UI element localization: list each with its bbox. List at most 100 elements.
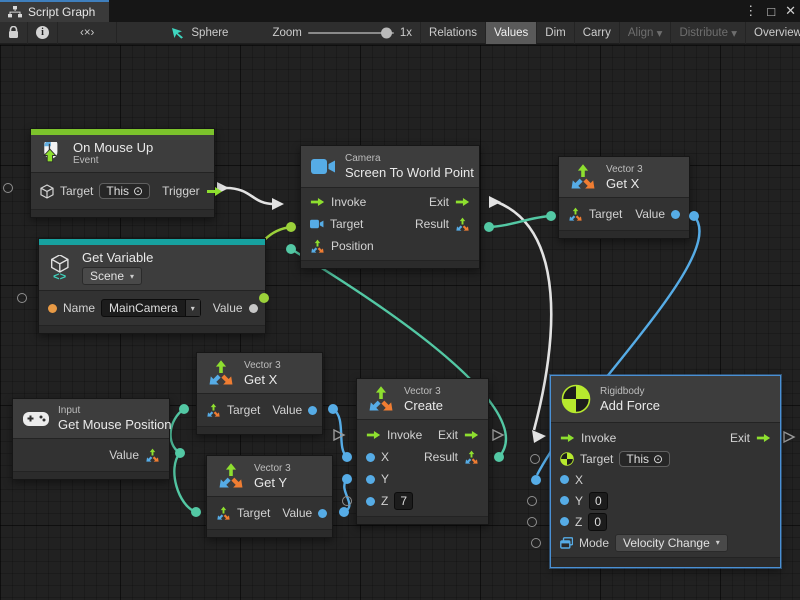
maximize-icon[interactable]: □ bbox=[767, 4, 775, 19]
port-getvariable-value[interactable] bbox=[259, 293, 269, 303]
mode-enum-icon bbox=[560, 537, 573, 549]
z-port-dot[interactable] bbox=[366, 497, 375, 506]
port-camera-target[interactable] bbox=[286, 222, 296, 232]
target-label: Target bbox=[580, 452, 613, 466]
z-port-dot[interactable] bbox=[560, 517, 569, 526]
port-create-y[interactable] bbox=[342, 474, 352, 484]
zoom-control: Zoom 1x bbox=[264, 22, 420, 44]
chevron-down-icon: ▾ bbox=[657, 26, 663, 40]
toolbar-button-distribute[interactable]: Distribute ▾ bbox=[671, 22, 746, 44]
port-addforce-z[interactable] bbox=[527, 517, 537, 527]
port-create-x[interactable] bbox=[342, 452, 352, 462]
flow-arrow-icon bbox=[455, 197, 470, 207]
zoom-slider[interactable] bbox=[308, 32, 394, 34]
y-value-input[interactable]: 0 bbox=[589, 492, 608, 510]
port-getx-top-value[interactable] bbox=[689, 211, 699, 221]
value-label: Value bbox=[635, 207, 665, 221]
info-icon: i bbox=[36, 26, 49, 39]
window-menu-icon[interactable]: ⋮ bbox=[744, 3, 757, 19]
chevron-down-icon: ▾ bbox=[130, 272, 134, 281]
target-self-field[interactable]: This ⊙ bbox=[619, 451, 670, 467]
port-getx-top-target[interactable] bbox=[546, 211, 556, 221]
toolbar-button-relations[interactable]: Relations bbox=[420, 22, 486, 44]
port-create-z[interactable] bbox=[342, 496, 352, 506]
y-label: Y bbox=[381, 472, 389, 486]
mode-value: Velocity Change bbox=[623, 536, 710, 550]
port-create-result[interactable] bbox=[494, 452, 504, 462]
port-camera-result[interactable] bbox=[484, 222, 494, 232]
node-get-mouse-position[interactable]: Input Get Mouse Position Value bbox=[12, 398, 170, 480]
vector3-icon bbox=[206, 403, 221, 418]
exit-label: Exit bbox=[429, 195, 449, 209]
flow-arrow-icon bbox=[464, 430, 479, 440]
edit-graph-button[interactable]: ‹×› bbox=[58, 22, 117, 44]
port-mouseposition-value[interactable] bbox=[175, 448, 185, 458]
value-port-dot[interactable] bbox=[308, 406, 317, 415]
toolbar-button-carry[interactable]: Carry bbox=[575, 22, 620, 44]
mode-dropdown[interactable]: Velocity Change ▾ bbox=[615, 534, 728, 552]
port-addforce-target[interactable] bbox=[530, 454, 540, 464]
exit-label: Exit bbox=[438, 428, 458, 442]
x-port-dot[interactable] bbox=[366, 453, 375, 462]
value-port-dot[interactable] bbox=[671, 210, 680, 219]
z-value-input[interactable]: 7 bbox=[394, 492, 413, 510]
gamepad-icon bbox=[23, 411, 49, 427]
flow-arrow-icon bbox=[366, 430, 381, 440]
port-addforce-x[interactable] bbox=[531, 475, 541, 485]
node-vector3-get-x-mid[interactable]: Vector 3 Get X Target Value bbox=[196, 352, 323, 435]
tab-script-graph[interactable]: Script Graph bbox=[0, 0, 109, 22]
port-onmouseup-target[interactable] bbox=[3, 183, 13, 193]
inspect-button[interactable]: i bbox=[28, 22, 58, 44]
close-icon[interactable]: ✕ bbox=[785, 3, 796, 19]
button-label: Carry bbox=[583, 27, 611, 39]
port-getx-mid-value[interactable] bbox=[328, 404, 338, 414]
y-port-dot[interactable] bbox=[560, 496, 569, 505]
port-addforce-y[interactable] bbox=[527, 496, 537, 506]
z-value-input[interactable]: 0 bbox=[588, 513, 607, 531]
variable-name-dropdown[interactable]: MainCamera ▾ bbox=[101, 299, 201, 317]
port-getx-mid-target[interactable] bbox=[179, 404, 189, 414]
node-add-force[interactable]: Rigidbody Add Force Invoke Exit Target T… bbox=[550, 375, 781, 568]
value-port-dot[interactable] bbox=[249, 304, 258, 313]
variable-name-value: MainCamera bbox=[102, 300, 185, 316]
scope-value: Scene bbox=[90, 269, 124, 283]
mouse-up-icon bbox=[41, 142, 64, 165]
lock-button[interactable] bbox=[0, 22, 28, 44]
x-port-dot[interactable] bbox=[560, 475, 569, 484]
node-title: Get X bbox=[244, 372, 281, 387]
port-camera-position[interactable] bbox=[286, 244, 296, 254]
target-label: Target bbox=[330, 217, 363, 231]
port-gety-value[interactable] bbox=[339, 507, 349, 517]
node-on-mouse-up[interactable]: On Mouse Up Event Target This ⊙ Trigger bbox=[30, 128, 215, 218]
toolbar-button-values[interactable]: Values bbox=[486, 22, 537, 44]
target-value: This bbox=[106, 184, 129, 198]
variable-icon: <> bbox=[49, 255, 73, 281]
target-self-field[interactable]: This ⊙ bbox=[99, 183, 150, 199]
target-label: Target bbox=[227, 403, 260, 417]
variable-scope-dropdown[interactable]: Scene ▾ bbox=[82, 267, 142, 285]
camera-icon bbox=[311, 158, 336, 175]
y-port-dot[interactable] bbox=[366, 475, 375, 484]
flow-arrow-icon bbox=[310, 197, 325, 207]
string-port-dot[interactable] bbox=[48, 304, 57, 313]
button-label: Overview bbox=[754, 27, 800, 39]
toolbar-button-overview[interactable]: Overview bbox=[746, 22, 800, 44]
y-label: Y bbox=[575, 494, 583, 508]
node-screen-to-world-point[interactable]: Camera Screen To World Point Invoke Exit… bbox=[300, 145, 480, 269]
node-vector3-get-x-top[interactable]: Vector 3 Get X Target Value bbox=[558, 156, 690, 239]
port-getvariable-name[interactable] bbox=[17, 293, 27, 303]
node-category: Vector 3 bbox=[606, 164, 643, 176]
mode-label: Mode bbox=[579, 536, 609, 550]
zoom-slider-knob[interactable] bbox=[381, 27, 392, 38]
node-vector3-create[interactable]: Vector 3 Create Invoke Exit X Result bbox=[356, 378, 489, 525]
name-label: Name bbox=[63, 301, 95, 315]
port-addforce-mode[interactable] bbox=[531, 538, 541, 548]
toolbar-button-align[interactable]: Align ▾ bbox=[620, 22, 672, 44]
invoke-label: Invoke bbox=[331, 195, 366, 209]
node-vector3-get-y[interactable]: Vector 3 Get Y Target Value bbox=[206, 455, 333, 538]
port-gety-target[interactable] bbox=[191, 507, 201, 517]
value-port-dot[interactable] bbox=[318, 509, 327, 518]
node-get-variable[interactable]: <> Get Variable Scene ▾ Name MainCamera … bbox=[38, 238, 266, 334]
toolbar-button-dim[interactable]: Dim bbox=[537, 22, 574, 44]
target-value: This bbox=[626, 452, 649, 466]
